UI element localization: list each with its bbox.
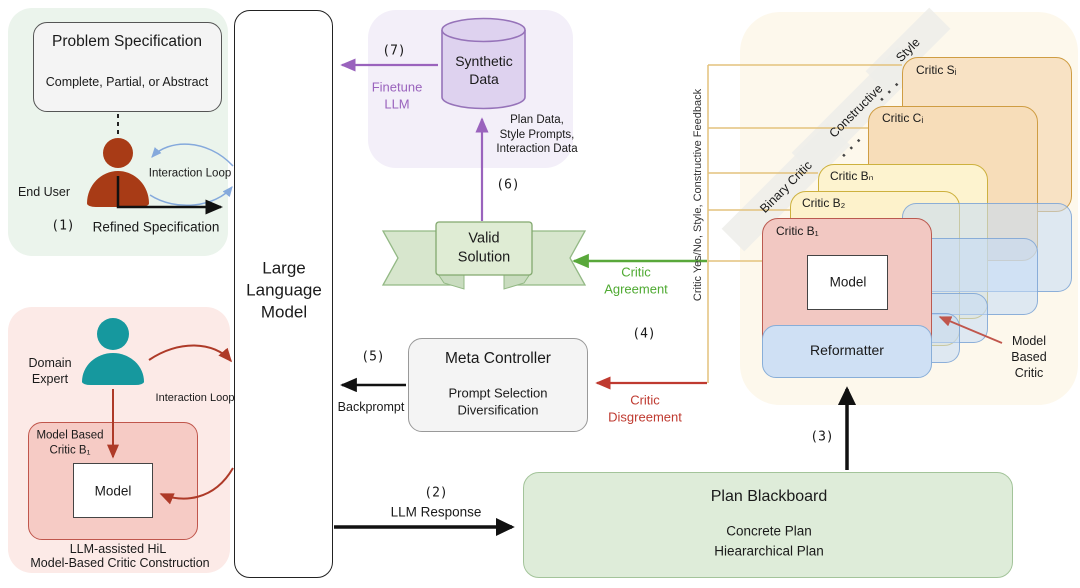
step-2-label: (2) xyxy=(424,485,448,501)
plan-blackboard-title: Plan Blackboard xyxy=(710,487,828,505)
domain-expert-icon xyxy=(82,318,144,385)
end-user-label: End User xyxy=(17,185,71,199)
hil-model-box xyxy=(73,463,153,518)
step-1-label: (1) xyxy=(51,218,75,234)
refined-spec-label: Refined Specification xyxy=(92,219,220,235)
reformatter-card-front xyxy=(762,325,932,378)
hil-caption-line1: LLM-assisted HiL xyxy=(69,542,167,556)
end-user-icon xyxy=(87,138,149,207)
critic-bn-label: Critic Bₙ xyxy=(830,169,874,183)
reformatter-label: Reformatter xyxy=(810,342,884,359)
synthetic-data-label: Synthetic Data xyxy=(455,53,513,87)
critic-disagreement-label: Critic Disgreement xyxy=(608,392,682,424)
model-based-critic-annotation: Model Based Critic xyxy=(1011,334,1047,380)
valid-solution-label: Valid Solution xyxy=(457,230,511,265)
finetune-llm-label: Finetune LLM xyxy=(371,79,423,111)
critic-model-box xyxy=(807,255,888,310)
meta-controller-title: Meta Controller xyxy=(445,350,551,368)
backprompt-label: Backprompt xyxy=(337,400,405,414)
problem-spec-box xyxy=(33,22,222,112)
meta-controller-box xyxy=(408,338,588,432)
hil-model-label: Model xyxy=(94,483,132,499)
plan-blackboard-box xyxy=(523,472,1013,578)
critic-agreement-label: Critic Agreement xyxy=(604,264,668,296)
critic-model-label: Model xyxy=(829,274,867,290)
domain-expert-label: Domain Expert xyxy=(28,356,72,386)
critic-b1-label: Critic B₁ xyxy=(776,224,819,238)
meta-controller-body: Prompt Selection Diversification xyxy=(448,385,548,417)
problem-spec-subtitle: Complete, Partial, or Abstract xyxy=(45,75,209,89)
step-5-label: (5) xyxy=(361,349,385,365)
step-3-label: (3) xyxy=(810,429,834,445)
interaction-loop-top-label: Interaction Loop xyxy=(148,167,232,180)
interaction-loop-bottom-label: Interaction Loop xyxy=(155,391,235,404)
feedback-axis-label: Critic Yes/No, Style, Constructive Feedb… xyxy=(691,88,704,302)
llm-box xyxy=(234,10,333,578)
hil-caption-line2: Model-Based Critic Construction xyxy=(30,556,210,570)
llm-response-label: LLM Response xyxy=(390,504,482,520)
blackboard-line1: Concrete Plan xyxy=(726,523,812,539)
step-4-label: (4) xyxy=(632,326,656,342)
blackboard-line2: Hieararchical Plan xyxy=(714,543,824,559)
llm-title: Large Language Model xyxy=(246,258,322,321)
step-7-label: (7) xyxy=(382,43,406,59)
problem-spec-title: Problem Specification xyxy=(52,33,202,51)
critic-b2-label: Critic B₂ xyxy=(802,196,846,210)
step-6-label: (6) xyxy=(496,177,520,193)
critic-si-label: Critic Sᵢ xyxy=(916,63,957,77)
critic-ci-label: Critic Cᵢ xyxy=(882,111,924,125)
plan-data-note: Plan Data, Style Prompts, Interaction Da… xyxy=(496,113,578,156)
model-based-critic-b1-label: Model Based Critic B₁ xyxy=(36,429,104,456)
